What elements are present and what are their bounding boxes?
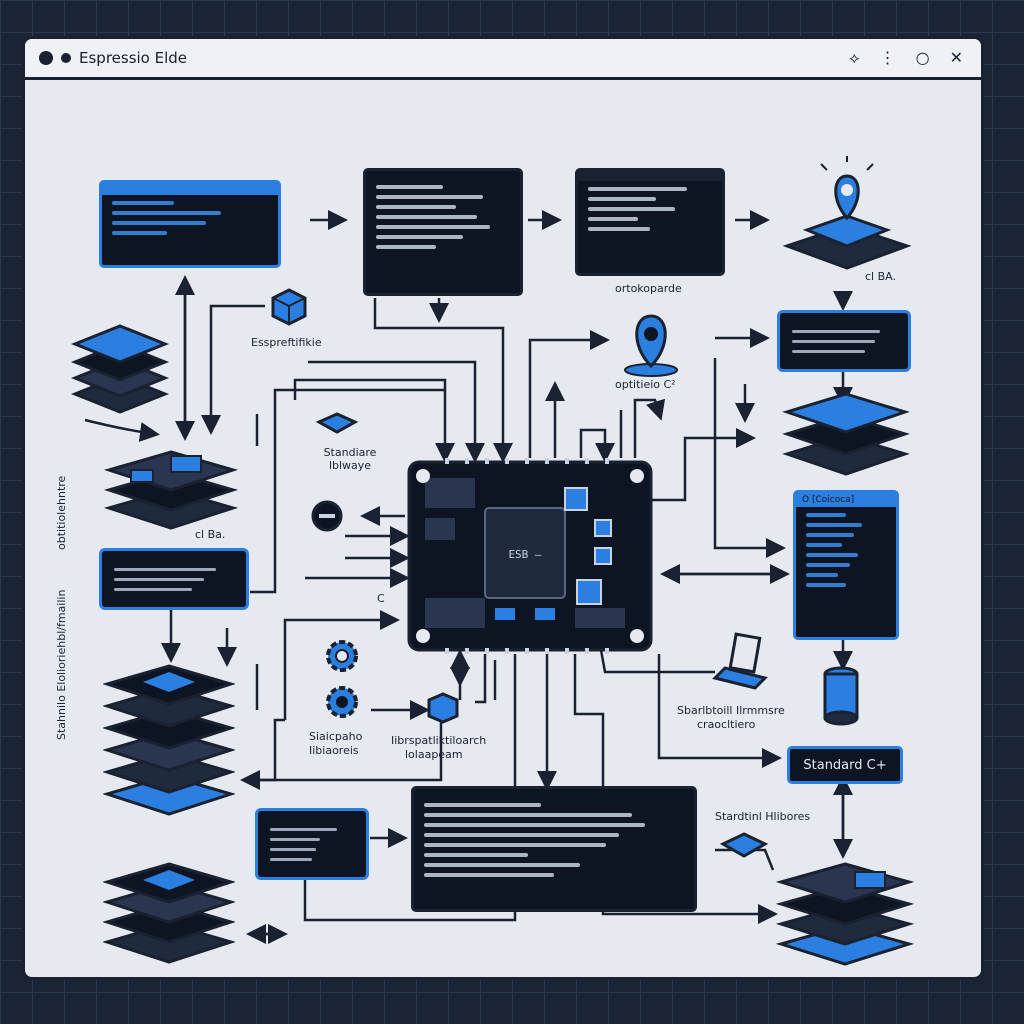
standard-library-label: Standiare lblwaye xyxy=(323,446,377,472)
chip-icon-right xyxy=(719,832,769,858)
code-terminal-2[interactable] xyxy=(363,168,523,296)
gear-icon xyxy=(326,640,358,718)
minimize-icon[interactable]: ○ xyxy=(915,48,930,67)
terminal-header xyxy=(102,183,278,195)
close-icon[interactable]: ✕ xyxy=(949,48,963,67)
terminal-tab: O [Coicoca] xyxy=(796,493,896,507)
chip-icon-small xyxy=(315,412,359,434)
diagram-canvas: ESB – xyxy=(25,80,981,977)
board-stack-icon-right xyxy=(775,862,915,966)
small-c-label: C xyxy=(377,592,385,605)
vertical-label-1: obtitiolehntre xyxy=(55,475,68,550)
optional-cp-label: optitieio C² xyxy=(615,378,676,391)
code-terminal-right[interactable]: O [Coicoca] xyxy=(793,490,899,640)
chip-label: ESB – xyxy=(508,548,541,561)
workstation-icon xyxy=(712,632,768,690)
stack-icon-2 xyxy=(103,862,235,964)
board-stack-icon xyxy=(103,450,239,530)
pin-icon[interactable]: ⟡ xyxy=(849,48,860,67)
terminal-header xyxy=(578,171,722,181)
esp32-chip[interactable]: ESB – xyxy=(405,458,655,654)
lib-caption-2: lolaapeam xyxy=(405,748,463,761)
gba-right-label: cl BA. xyxy=(865,270,896,283)
station-caption-1: Sbarlbtoill Ilrmmsre xyxy=(677,704,785,717)
connection-wires xyxy=(84,210,853,944)
window-title: Espressio Elde xyxy=(79,49,188,67)
gears-caption-2: Iibiaoreis xyxy=(309,744,359,757)
map-pin-icon xyxy=(624,314,678,377)
more-icon[interactable]: ⋮ xyxy=(879,48,896,67)
code-terminal-3[interactable] xyxy=(575,168,725,276)
espressif-label: Esspreftifikie xyxy=(251,336,322,349)
window-controls: ⟡ ⋮ ○ ✕ xyxy=(849,50,963,66)
info-note-bottom[interactable] xyxy=(255,808,369,880)
stack-icon-3 xyxy=(782,392,910,476)
info-note-left[interactable] xyxy=(99,548,249,610)
title-bar: Espressio Elde ⟡ ⋮ ○ ✕ xyxy=(25,39,981,80)
vertical-label-2: Stahnilo Elolioriehbl/fmailin xyxy=(55,589,68,740)
record-icon[interactable] xyxy=(39,51,53,65)
gba-left-label: cl Ba. xyxy=(195,528,226,541)
station-caption-2: craocltiero xyxy=(697,718,756,731)
stack-icon-1 xyxy=(70,324,170,414)
location-pin-icon xyxy=(782,156,912,270)
ota-label: ortokoparde xyxy=(615,282,682,295)
database-icon xyxy=(823,666,859,726)
server-stack-icon xyxy=(103,664,235,816)
cube-icon xyxy=(271,288,307,326)
code-terminal-1[interactable] xyxy=(99,180,281,268)
status-dot-icon xyxy=(61,53,71,63)
lib-caption-1: Iibrspatliktiloarch xyxy=(391,734,487,747)
standard-libs-label: Stardtinl Hlibores xyxy=(715,810,811,823)
package-icon xyxy=(427,692,459,724)
info-note-right[interactable] xyxy=(777,310,911,372)
gears-caption-1: Siaicpaho xyxy=(309,730,363,743)
standard-cp-button[interactable]: Standard C+ xyxy=(787,746,903,784)
ide-window: Espressio Elde ⟡ ⋮ ○ ✕ xyxy=(22,36,984,980)
sensor-icon xyxy=(311,500,343,532)
output-console[interactable] xyxy=(411,786,697,912)
